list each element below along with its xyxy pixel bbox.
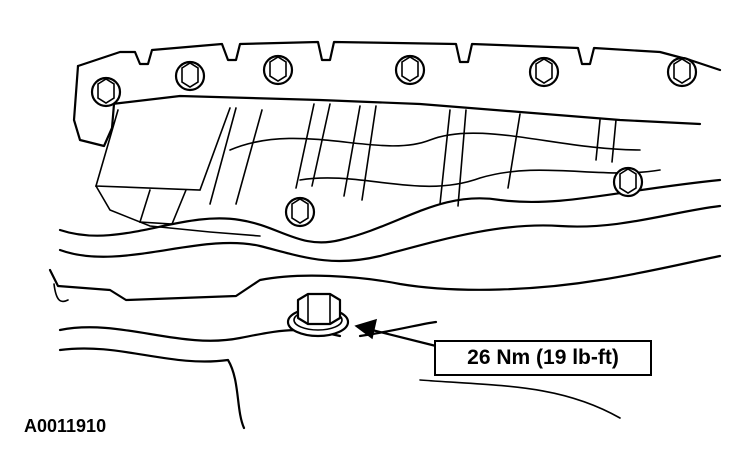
bolt [528, 56, 560, 88]
bolt [666, 56, 698, 88]
bolt [612, 166, 644, 198]
bolt [394, 54, 426, 86]
figure-id: A0011910 [24, 416, 107, 436]
torque-callout: 26 Nm (19 lb-ft) [434, 340, 652, 376]
hex-flange-bolt-icon [286, 292, 350, 338]
inner-ribs [94, 103, 661, 237]
bolt [262, 54, 294, 86]
gasket-line [58, 178, 722, 244]
arrow-left-icon [354, 318, 437, 348]
upper-bolts [90, 54, 698, 228]
bolt [90, 76, 122, 108]
flange-outline [76, 40, 722, 72]
pan-outline [48, 254, 722, 302]
bolt [174, 60, 206, 92]
bolt [284, 196, 316, 228]
